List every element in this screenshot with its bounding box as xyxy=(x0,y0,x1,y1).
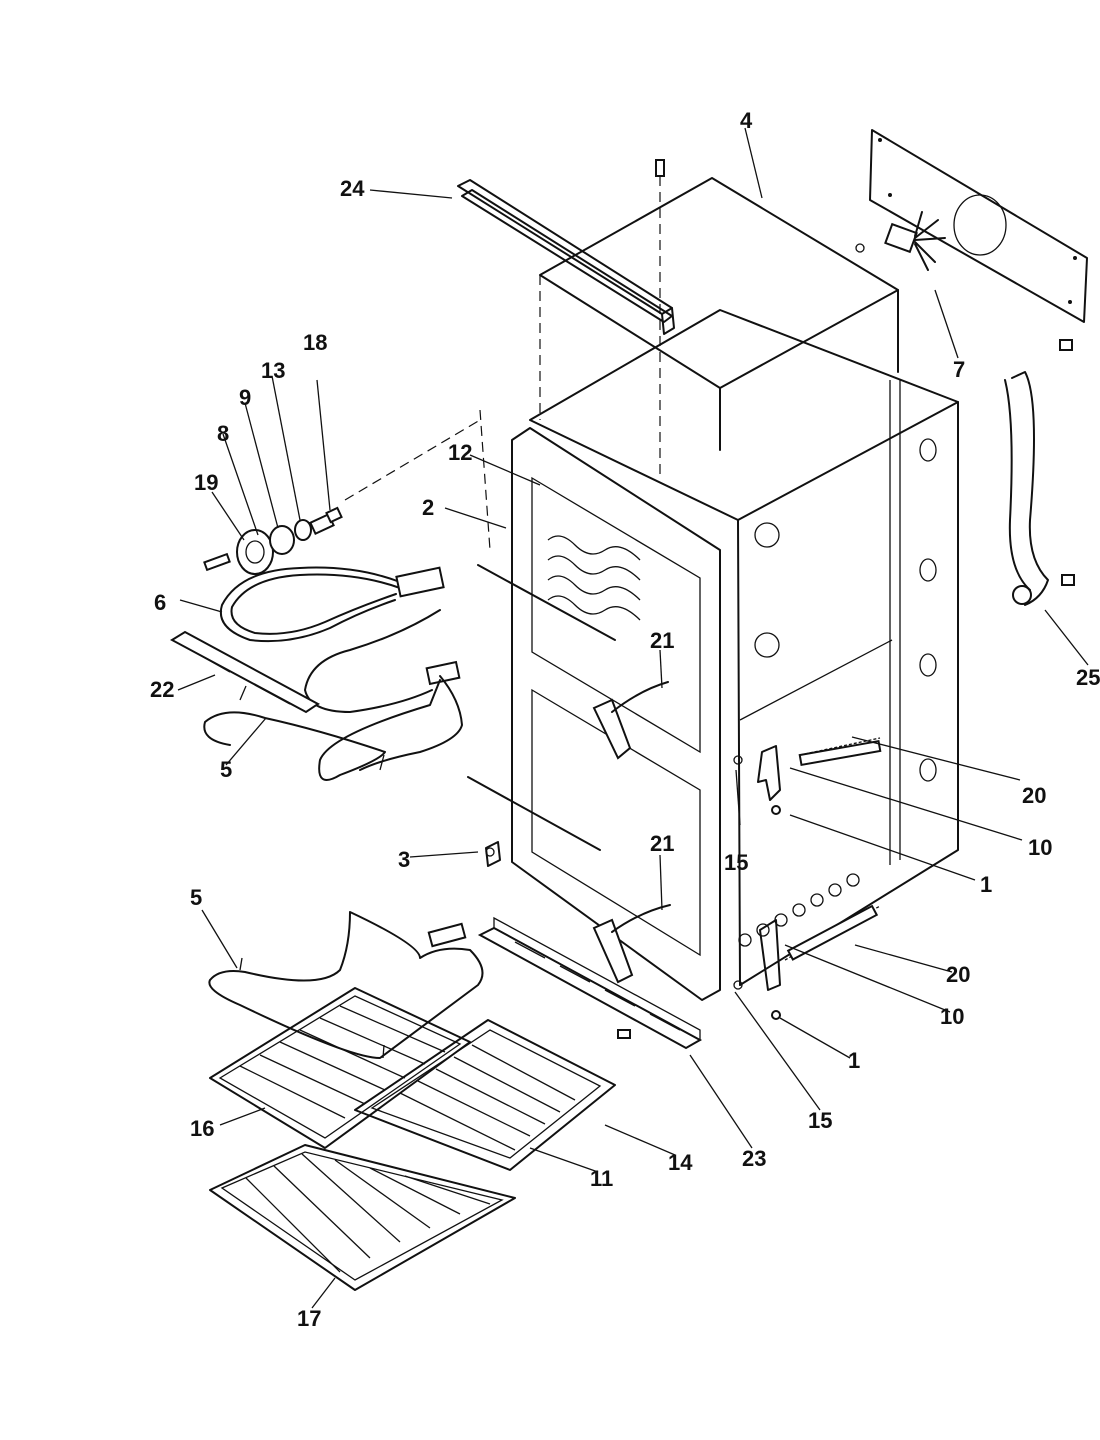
callout-24: 24 xyxy=(340,176,365,201)
probe-assembly xyxy=(203,409,491,575)
outer-box-top xyxy=(539,177,899,451)
heat-deflector xyxy=(169,630,320,714)
callout-1b: 1 xyxy=(848,1048,860,1073)
oven-rack-16 xyxy=(209,987,471,1149)
callout-18: 18 xyxy=(303,330,327,355)
callout-10a: 10 xyxy=(1028,835,1052,860)
broil-pan xyxy=(354,1019,616,1171)
callout-9: 9 xyxy=(239,385,251,410)
vent-holes xyxy=(738,873,860,947)
callout-22: 22 xyxy=(150,677,174,702)
bake-element-lower xyxy=(208,911,484,1059)
callout-10b: 10 xyxy=(940,1004,964,1029)
hinge-brackets xyxy=(733,737,882,1020)
callout-8: 8 xyxy=(217,421,229,446)
callout-14: 14 xyxy=(668,1150,693,1175)
callout-3: 3 xyxy=(398,847,410,872)
callout-25: 25 xyxy=(1076,665,1100,690)
top-rail xyxy=(457,179,675,335)
callout-11: 11 xyxy=(590,1166,613,1191)
wire-conduit xyxy=(1004,339,1075,606)
back-panel xyxy=(869,129,1088,323)
callout-4: 4 xyxy=(740,108,753,133)
oven-rack-17 xyxy=(209,1144,516,1291)
callout-23: 23 xyxy=(742,1146,766,1171)
callout-15a: 15 xyxy=(724,850,748,875)
callout-16: 16 xyxy=(190,1116,214,1141)
callout-5a: 5 xyxy=(220,757,232,782)
top-screw xyxy=(655,159,665,480)
callout-19: 19 xyxy=(194,470,218,495)
callout-2: 2 xyxy=(422,495,434,520)
lower-trim xyxy=(477,916,703,1050)
callout-1a: 1 xyxy=(980,872,992,897)
fan-motor xyxy=(855,211,946,271)
callout-5b: 5 xyxy=(190,885,202,910)
bracket-3 xyxy=(485,841,501,867)
callout-21b: 21 xyxy=(650,831,674,856)
broil-element xyxy=(219,566,461,713)
bake-element-upper xyxy=(203,675,463,781)
callout-labels: 1 1 2 3 4 5 5 6 7 8 9 10 10 11 12 13 14 … xyxy=(150,108,1100,1331)
leader-lines xyxy=(177,127,1089,1309)
oven-cavity xyxy=(529,309,959,986)
hinge-arms xyxy=(592,681,671,984)
rack-rods xyxy=(467,564,616,851)
callout-20b: 20 xyxy=(946,962,970,987)
callout-7: 7 xyxy=(953,357,965,382)
callout-21a: 21 xyxy=(650,628,674,653)
callout-15b: 15 xyxy=(808,1108,832,1133)
callout-12: 12 xyxy=(448,440,472,465)
callout-6: 6 xyxy=(154,590,166,615)
callout-13: 13 xyxy=(261,358,285,383)
callout-17: 17 xyxy=(297,1306,321,1331)
callout-20a: 20 xyxy=(1022,783,1046,808)
